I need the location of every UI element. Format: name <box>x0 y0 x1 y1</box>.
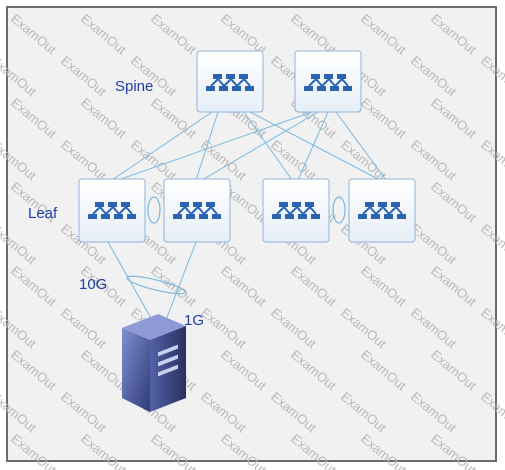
watermark-text: ExamOut <box>268 305 319 352</box>
watermark-text: ExamOut <box>148 11 199 58</box>
watermark-text: ExamOut <box>198 137 249 184</box>
watermark-text: ExamOut <box>148 431 199 470</box>
watermark-text: ExamOut <box>218 431 269 470</box>
watermark-text: ExamOut <box>78 95 129 142</box>
watermark-text: ExamOut <box>78 347 129 394</box>
watermark-text: ExamOut <box>478 53 505 100</box>
watermark-text: ExamOut <box>478 389 505 436</box>
watermark-text: ExamOut <box>8 431 59 470</box>
watermark-text: ExamOut <box>478 305 505 352</box>
link-1g-label: 1G <box>184 312 204 329</box>
link-spine1-leaf3 <box>243 111 293 181</box>
link-spine2-leaf1 <box>117 111 313 181</box>
watermark-text: ExamOut <box>408 53 459 100</box>
link-10g-label: 10G <box>79 276 107 293</box>
watermark-text: ExamOut <box>78 11 129 58</box>
watermark-text: ExamOut <box>428 95 479 142</box>
bond-leaf3-leaf4 <box>332 196 346 224</box>
watermark-text: ExamOut <box>58 305 109 352</box>
watermark-text: ExamOut <box>0 137 40 184</box>
leaf-label: Leaf <box>28 205 58 222</box>
watermark-text: ExamOut <box>0 53 40 100</box>
watermark-text: ExamOut <box>288 263 339 310</box>
watermark-text: ExamOut <box>358 347 409 394</box>
watermark-text: ExamOut <box>0 305 40 352</box>
watermark-text: ExamOut <box>478 221 505 268</box>
watermark-text: ExamOut <box>58 53 109 100</box>
watermark-text: ExamOut <box>288 11 339 58</box>
leaf-switch-3 <box>262 178 330 243</box>
watermark-text: ExamOut <box>218 263 269 310</box>
server-icon <box>122 314 186 412</box>
link-spine1-leaf1 <box>111 111 213 181</box>
watermark-text: ExamOut <box>8 95 59 142</box>
leaf-switch-2 <box>163 178 231 243</box>
watermark-text: ExamOut <box>128 137 179 184</box>
link-spine2-leaf4 <box>335 111 387 181</box>
watermark-text: ExamOut <box>198 389 249 436</box>
watermark-text: ExamOut <box>0 389 40 436</box>
bond-leaf1-leaf2 <box>147 196 161 224</box>
link-spine2-leaf2 <box>201 111 319 181</box>
link-spine1-leaf4 <box>249 111 381 181</box>
watermark-text: ExamOut <box>218 347 269 394</box>
watermark-text: ExamOut <box>408 137 459 184</box>
watermark-text: ExamOut <box>338 137 389 184</box>
watermark-text: ExamOut <box>0 221 40 268</box>
watermark-text: ExamOut <box>58 389 109 436</box>
watermark-text: ExamOut <box>358 95 409 142</box>
watermark-text: ExamOut <box>198 305 249 352</box>
server <box>122 314 186 412</box>
link-spine1-leaf2 <box>195 111 219 181</box>
watermark-text: ExamOut <box>358 431 409 470</box>
watermark-text: ExamOut <box>428 11 479 58</box>
watermark-text: ExamOut <box>338 389 389 436</box>
watermark-text: ExamOut <box>358 11 409 58</box>
watermark-text: ExamOut <box>338 305 389 352</box>
watermark-text: ExamOut <box>148 263 199 310</box>
watermark-text: ExamOut <box>428 431 479 470</box>
leaf-switch-4 <box>348 178 416 243</box>
watermark-text: ExamOut <box>288 431 339 470</box>
link-server-leaf2 <box>165 241 197 321</box>
watermark-text: ExamOut <box>478 137 505 184</box>
watermark-text: ExamOut <box>148 95 199 142</box>
watermark-text: ExamOut <box>268 389 319 436</box>
link-spine2-leaf3 <box>297 111 329 181</box>
spine-switch-2 <box>294 50 362 113</box>
leaf-bonds <box>147 196 346 224</box>
watermark-text: ExamOut <box>58 137 109 184</box>
watermark-text: ExamOut <box>218 11 269 58</box>
watermark-text: ExamOut <box>408 221 459 268</box>
spine-label: Spine <box>115 78 153 95</box>
network-links <box>107 111 387 321</box>
watermark-text: ExamOut <box>8 11 59 58</box>
watermark-text: ExamOut <box>358 263 409 310</box>
watermark-text: ExamOut <box>8 263 59 310</box>
watermark-text: ExamOut <box>8 347 59 394</box>
watermark-text: ExamOut <box>78 431 129 470</box>
watermark-text: ExamOut <box>408 305 459 352</box>
spine-switch-1 <box>196 50 264 113</box>
watermark-text: ExamOut <box>408 389 459 436</box>
watermark-text: ExamOut <box>428 263 479 310</box>
watermark-text: ExamOut <box>288 347 339 394</box>
watermark-text: ExamOut <box>428 347 479 394</box>
bond-server-uplinks <box>126 275 186 295</box>
leaf-switch-1 <box>78 178 146 243</box>
watermark-text: ExamOut <box>428 179 479 226</box>
